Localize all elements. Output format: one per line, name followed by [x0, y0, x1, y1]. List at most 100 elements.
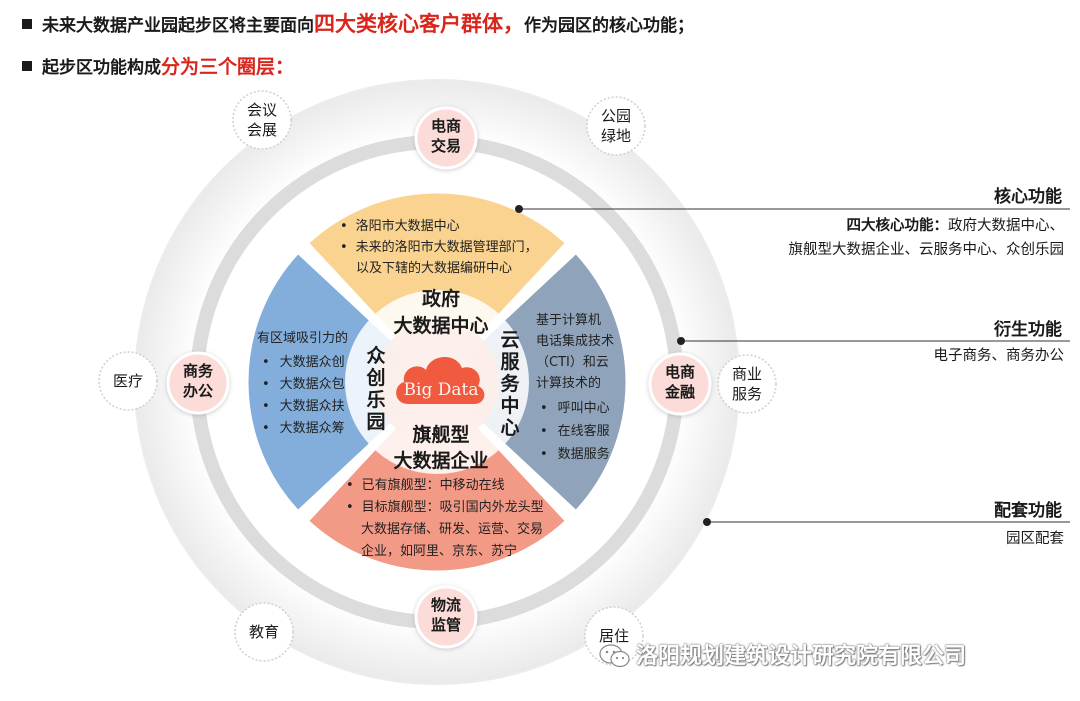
seg-left-bullet-4: 大数据众筹 [280, 420, 345, 436]
mid-node-label: 办公 [183, 382, 213, 400]
bullet-square-icon [22, 61, 32, 71]
seg-left-desc: 有区域吸引力的 [257, 330, 348, 346]
outer-node-label: 医疗 [113, 372, 143, 390]
leftLabel-char: 园 [366, 411, 385, 433]
mid-node-label: 商务 [183, 362, 214, 380]
bullet-dot: • [540, 401, 548, 416]
svg-text:•数据服务: • 数据服务 [540, 446, 610, 462]
side-core-title: 核心功能 [994, 187, 1062, 207]
header-line-1-text: 未来大数据产业园起步区将主要面向 [42, 16, 314, 36]
outer-node-label: 会议 [247, 101, 277, 119]
outer-node-label: 公园 [601, 107, 631, 125]
svg-text:•大数据众包: • 大数据众包 [262, 377, 345, 392]
connector-derived-dot [677, 337, 685, 345]
rightLabel-char: 心 [500, 417, 519, 439]
cloud-icon [396, 356, 485, 404]
seg-right-bullet-3: 数据服务 [558, 446, 610, 462]
seg-bottom-bullet-3: 大数据存储、研发、运营、交易 [361, 521, 543, 537]
side-core-text-2: 旗舰型大数据企业、云服务中心、众创乐园 [788, 242, 1065, 258]
outer-node-label: 绿地 [601, 127, 631, 145]
outer-node-label: 教育 [249, 623, 279, 641]
header-line-1-suffix: 作为园区的核心功能； [524, 16, 694, 36]
leftLabel-char: 创 [365, 366, 385, 389]
seg-top-label-1: 政府 [422, 287, 460, 310]
header-line-1-emphasis: 四大类核心客户群体， [314, 12, 524, 36]
side-core-bold: 四大核心功能： [846, 218, 949, 234]
seg-right-desc-4: 计算技术的 [536, 375, 601, 391]
outer-node-shangye [717, 354, 777, 414]
bullet-dot: • [540, 447, 548, 462]
svg-text:•洛阳市大数据中心: • 洛阳市大数据中心 [340, 218, 460, 234]
bullet-dot: • [262, 377, 270, 392]
connector-core-dot [515, 205, 523, 213]
seg-bottom-bullets: • 已有旗舰型：中移动在线 •目标旗舰型：吸引国内外龙头型 大数据存储、研发、运营… [346, 477, 544, 559]
seg-right-desc-1: 基于计算机 [536, 313, 601, 328]
mid-node-label: 监管 [431, 616, 461, 634]
svg-text:•目标旗舰型：吸引国内外龙头型: •目标旗舰型：吸引国内外龙头型 [346, 499, 544, 515]
seg-bottom-label-2: 大数据企业 [393, 449, 488, 472]
outer-node-label: 居住 [599, 627, 629, 645]
svg-text:•呼叫中心: • 呼叫中心 [540, 401, 610, 416]
outer-node-label: 会展 [247, 121, 277, 139]
mid-node-label: 物流 [431, 596, 461, 614]
svg-text:•大数据众筹: • 大数据众筹 [262, 420, 345, 436]
seg-right-label: 云服务中心 [500, 329, 520, 439]
seg-bottom-bullet-1: 已有旗舰型：中移动在线 [362, 477, 505, 493]
bullet-dot: • [340, 219, 348, 234]
bullet-square-icon [22, 19, 32, 29]
rightLabel-char: 中 [500, 394, 519, 417]
bullet-dot: • [540, 424, 548, 439]
mid-node-label: 电商 [431, 117, 461, 135]
outer-node-gongyuan [586, 96, 646, 156]
bullet-dot: • [346, 500, 354, 515]
side-support-title: 配套功能 [994, 501, 1062, 521]
seg-right-bullet-2: 在线客服 [558, 423, 610, 439]
center-label: Big Data [404, 380, 479, 400]
bullet-dot: • [262, 421, 270, 436]
mid-node-wuliu [414, 585, 478, 649]
core-segments [245, 190, 629, 574]
connector-support-dot [703, 518, 711, 526]
mid-node-shangwu [166, 351, 230, 415]
seg-bottom-label-1: 旗舰型 [412, 423, 469, 446]
watermark-text: 洛阳规划建筑设计研究院有限公司 [636, 644, 967, 669]
seg-top-bullet-1: 洛阳市大数据中心 [356, 218, 460, 234]
rightLabel-char: 务 [500, 372, 520, 395]
outer-node-label: 服务 [732, 385, 762, 403]
mid-node-label: 金融 [664, 383, 695, 401]
outer-node-huiyi [232, 90, 292, 150]
seg-top-bullet-3: 以及下辖的大数据编研中心 [356, 260, 512, 276]
side-core-text-1: 政府大数据中心、 [948, 218, 1064, 234]
header-line-2: 起步区功能构成分为三个圈层： [22, 52, 294, 79]
rightLabel-char: 云 [500, 329, 519, 351]
side-derived-title: 衍生功能 [994, 320, 1062, 340]
seg-right-bullets: 基于计算机 电话集成技术 （CTI）和云 计算技术的 • 呼叫中心 • 在线客服 •… [536, 313, 614, 462]
connectors [515, 205, 1070, 526]
outer-node-jiaoyu [234, 602, 294, 662]
seg-top-bullet-2: 未来的洛阳市大数据管理部门， [356, 239, 538, 255]
outer-node-label: 商业 [732, 365, 762, 383]
header-line-2-emphasis: 分为三个圈层： [161, 56, 295, 78]
side-core-text: 四大核心功能：政府大数据中心、 旗舰型大数据企业、云服务中心、众创乐园 [789, 214, 1065, 262]
seg-right-bullet-1: 呼叫中心 [558, 401, 610, 416]
bullet-dot: • [262, 355, 270, 370]
rightLabel-char: 服 [500, 351, 520, 373]
svg-text:•在线客服: • 在线客服 [540, 423, 610, 439]
svg-text:•大数据众创: • 大数据众创 [262, 355, 345, 370]
seg-right-desc-2: 电话集成技术 [536, 333, 614, 349]
leftLabel-char: 众 [366, 344, 385, 367]
mid-node-label: 交易 [431, 137, 461, 155]
seg-left-bullets: 有区域吸引力的 •大数据众创 •大数据众包 •大数据众扶 •大数据众筹 [257, 330, 348, 436]
leftLabel-char: 乐 [366, 389, 385, 411]
header-line-2-text: 起步区功能构成 [42, 58, 161, 78]
seg-right-desc-3: （CTI）和云 [536, 355, 609, 370]
seg-left-bullet-1: 大数据众创 [280, 355, 345, 370]
bullet-dot: • [346, 478, 354, 493]
side-support-text: 园区配套 [1006, 531, 1064, 547]
seg-left-bullet-2: 大数据众包 [280, 377, 345, 392]
seg-top-bullets: • 洛阳市大数据中心 • 未来的洛阳市大数据管理部门， 以及下辖的大数据编研中心 [340, 218, 538, 276]
seg-left-label: 众创乐园 [365, 344, 385, 433]
